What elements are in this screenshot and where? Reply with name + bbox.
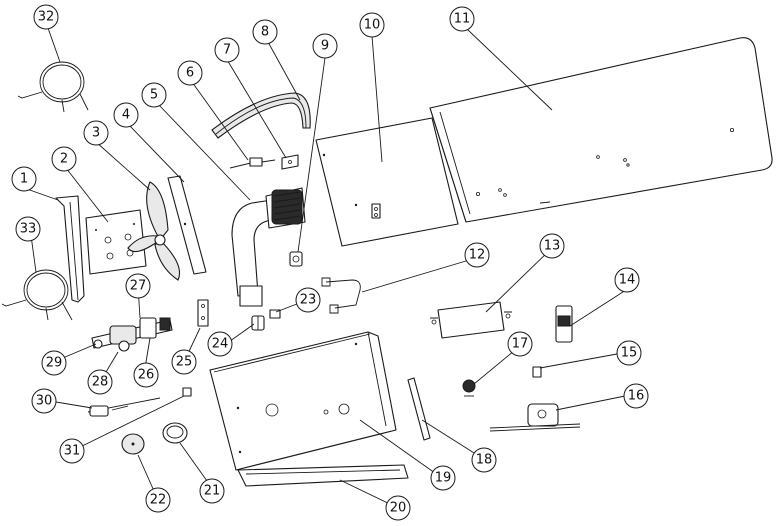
part-3-fan: [127, 181, 181, 281]
part-30-thermocouple: [87, 397, 161, 417]
svg-text:25: 25: [176, 355, 193, 370]
svg-text:10: 10: [364, 18, 381, 33]
part-32-wire-guard: [17, 61, 89, 113]
callout-25: 25: [171, 349, 197, 375]
part-12-gas-tube: [321, 277, 361, 314]
callout-16: 16: [623, 383, 649, 409]
part-11-housing: [429, 37, 773, 223]
callout-11: 11: [449, 6, 475, 32]
svg-text:18: 18: [476, 453, 493, 468]
svg-text:22: 22: [150, 493, 167, 508]
part-5-burner-tube: [231, 187, 306, 307]
callout-18: 18: [471, 447, 497, 473]
burner-mesh: [271, 189, 303, 225]
part-22-knob: [121, 433, 145, 455]
callout-8: 8: [252, 19, 278, 45]
svg-text:26: 26: [138, 368, 155, 383]
callout-22: 22: [145, 487, 171, 513]
part-13-control-box: [430, 301, 512, 339]
part-25-bracket: [197, 299, 209, 327]
part-9-fitting: [289, 251, 303, 267]
svg-text:29: 29: [46, 356, 63, 371]
part-23-fitting: [269, 309, 281, 319]
callout-1: 1: [11, 166, 37, 192]
svg-text:11: 11: [454, 12, 471, 27]
part-19-base-tray: [209, 331, 397, 471]
part-21-cap: [162, 422, 188, 444]
callout-29: 29: [41, 350, 67, 376]
part-20-support-rail: [237, 464, 409, 487]
callout-30: 30: [31, 388, 57, 414]
svg-text:4: 4: [122, 108, 130, 123]
part-14-switch-bracket: [555, 305, 573, 343]
svg-text:32: 32: [38, 10, 55, 25]
callout-17: 17: [507, 331, 533, 357]
callout-9: 9: [312, 33, 338, 59]
svg-text:9: 9: [321, 39, 329, 54]
part-24-fitting: [251, 315, 265, 331]
callout-15: 15: [616, 340, 642, 366]
svg-text:5: 5: [150, 88, 158, 103]
callout-5: 5: [141, 82, 167, 108]
part-2-motor-plate: [85, 209, 147, 275]
callout-2: 2: [51, 146, 77, 172]
callout-7: 7: [214, 37, 240, 63]
svg-text:6: 6: [186, 66, 194, 81]
part-7-bracket: [281, 154, 299, 170]
callout-14: 14: [614, 267, 640, 293]
part-26-29-valve-assembly: [91, 317, 173, 352]
svg-text:28: 28: [92, 375, 109, 390]
svg-text:7: 7: [223, 43, 231, 58]
leader-lines: [23, 27, 627, 509]
callout-10: 10: [359, 12, 385, 38]
svg-text:16: 16: [628, 389, 645, 404]
svg-text:27: 27: [130, 279, 147, 294]
callout-20: 20: [385, 495, 411, 521]
svg-text:8: 8: [261, 25, 269, 40]
part-15-clip: [532, 366, 542, 378]
part-1-side-bracket: [55, 195, 85, 303]
callout-27: 27: [125, 273, 151, 299]
svg-text:12: 12: [469, 248, 486, 263]
svg-text:3: 3: [92, 126, 100, 141]
svg-text:2: 2: [60, 152, 68, 167]
callout-19: 19: [430, 465, 456, 491]
svg-text:15: 15: [621, 346, 638, 361]
svg-text:13: 13: [544, 239, 561, 254]
callout-31: 31: [59, 438, 85, 464]
callout-33: 33: [15, 216, 41, 242]
part-4-guard-plate: [167, 175, 207, 275]
part-31-nut: [182, 387, 192, 397]
svg-text:33: 33: [20, 222, 37, 237]
svg-text:17: 17: [512, 337, 529, 352]
part-10-front-panel: [315, 117, 459, 247]
svg-text:21: 21: [204, 484, 221, 499]
svg-text:24: 24: [212, 337, 229, 352]
callout-26: 26: [133, 362, 159, 388]
callout-21: 21: [199, 478, 225, 504]
svg-text:20: 20: [390, 501, 407, 516]
callout-3: 3: [83, 120, 109, 146]
part-8-handle: [211, 92, 311, 139]
part-18-strip: [407, 377, 431, 441]
callout-13: 13: [539, 233, 565, 259]
callout-12: 12: [464, 242, 490, 268]
svg-text:19: 19: [435, 471, 452, 486]
svg-text:31: 31: [64, 444, 81, 459]
callout-4: 4: [113, 102, 139, 128]
callout-23: 23: [295, 287, 321, 313]
part-6-electrode: [229, 157, 276, 169]
callout-32: 32: [33, 4, 59, 30]
part-33-wire-guard: [1, 269, 73, 321]
svg-text:1: 1: [20, 172, 28, 187]
svg-text:30: 30: [36, 394, 53, 409]
callout-24: 24: [207, 331, 233, 357]
svg-text:14: 14: [619, 273, 636, 288]
callout-6: 6: [177, 60, 203, 86]
svg-text:23: 23: [300, 293, 317, 308]
callout-28: 28: [87, 369, 113, 395]
part-17-gear: [462, 379, 476, 397]
part-16-regulator: [489, 403, 581, 432]
